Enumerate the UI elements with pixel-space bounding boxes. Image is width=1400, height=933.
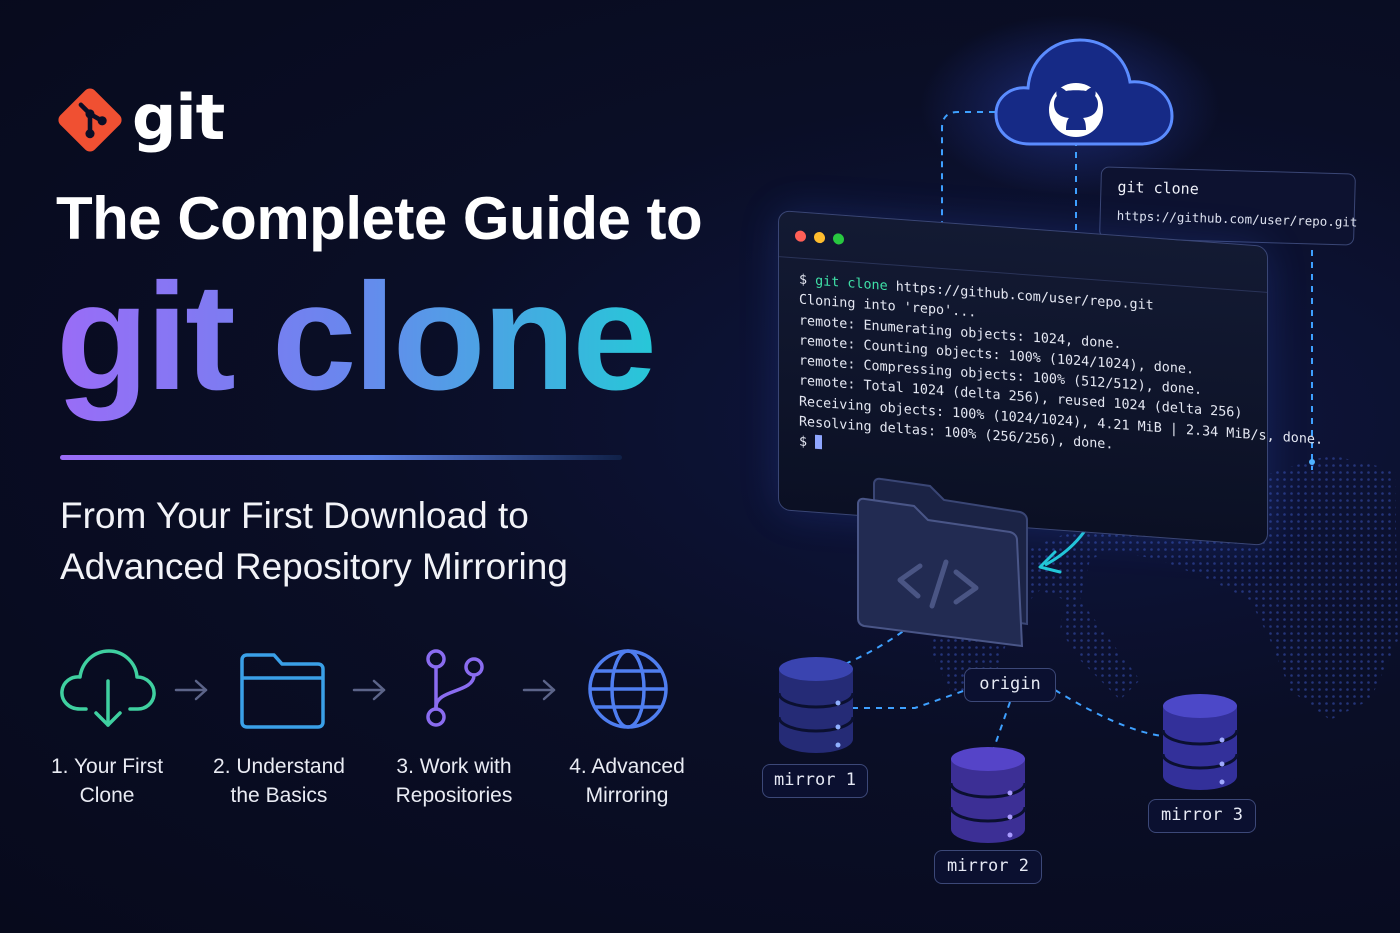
step-2-label: 2. Understand the Basics: [213, 755, 345, 807]
arrow-right-icon: [174, 679, 208, 701]
cloud-remote: [994, 38, 1174, 146]
title-line1: The Complete Guide to: [56, 185, 703, 252]
step-1-label: 1. Your First Clone: [50, 755, 164, 807]
database-icon: [949, 747, 1027, 843]
subtitle-line2: Advanced Repository Mirroring: [60, 546, 568, 587]
globe-icon: [588, 649, 668, 729]
terminal-cursor: [815, 435, 823, 450]
mirror-2-label: mirror 2: [934, 850, 1042, 884]
terminal-command: git clone: [815, 273, 888, 295]
minimize-dot-icon: [814, 231, 825, 244]
mirror-1-label: mirror 1: [762, 764, 868, 798]
terminal-output: $ git clone https://github.com/user/repo…: [779, 257, 1323, 488]
database-icon: [777, 657, 855, 753]
arrow-right-icon: [352, 679, 386, 701]
local-repo-folder: [857, 477, 1028, 648]
gradient-divider: [60, 455, 622, 460]
callout-title: git clone: [1117, 177, 1199, 199]
step-4-label: 4. Advanced Mirroring: [569, 755, 685, 807]
git-logo-icon: [58, 88, 122, 152]
database-icon: [1161, 694, 1239, 790]
terminal-prompt: $: [799, 434, 808, 451]
subtitle: From Your First Download to Advanced Rep…: [60, 490, 568, 592]
arrow-right-icon: [522, 679, 556, 701]
logo-wordmark: git: [132, 80, 225, 154]
folder-icon: [240, 653, 325, 729]
title-highlight: git clone: [56, 246, 657, 428]
maximize-dot-icon: [833, 233, 844, 245]
subtitle-line1: From Your First Download to: [60, 495, 529, 536]
mirror-3-label: mirror 3: [1148, 799, 1256, 833]
git-branch-icon: [426, 649, 484, 727]
terminal-prompt: $: [799, 272, 808, 289]
world-map-dots: [930, 455, 1398, 720]
git-logo: git: [52, 80, 232, 160]
cloud-download-icon: [60, 649, 156, 727]
code-icon: [897, 559, 979, 609]
origin-label: origin: [964, 668, 1056, 702]
close-dot-icon: [795, 230, 806, 243]
clone-command-callout: git clone https://github.com/user/repo.g…: [1099, 166, 1358, 246]
step-3-label: 3. Work with Repositories: [395, 755, 513, 807]
callout-url: https://github.com/user/repo.git: [1116, 207, 1358, 230]
